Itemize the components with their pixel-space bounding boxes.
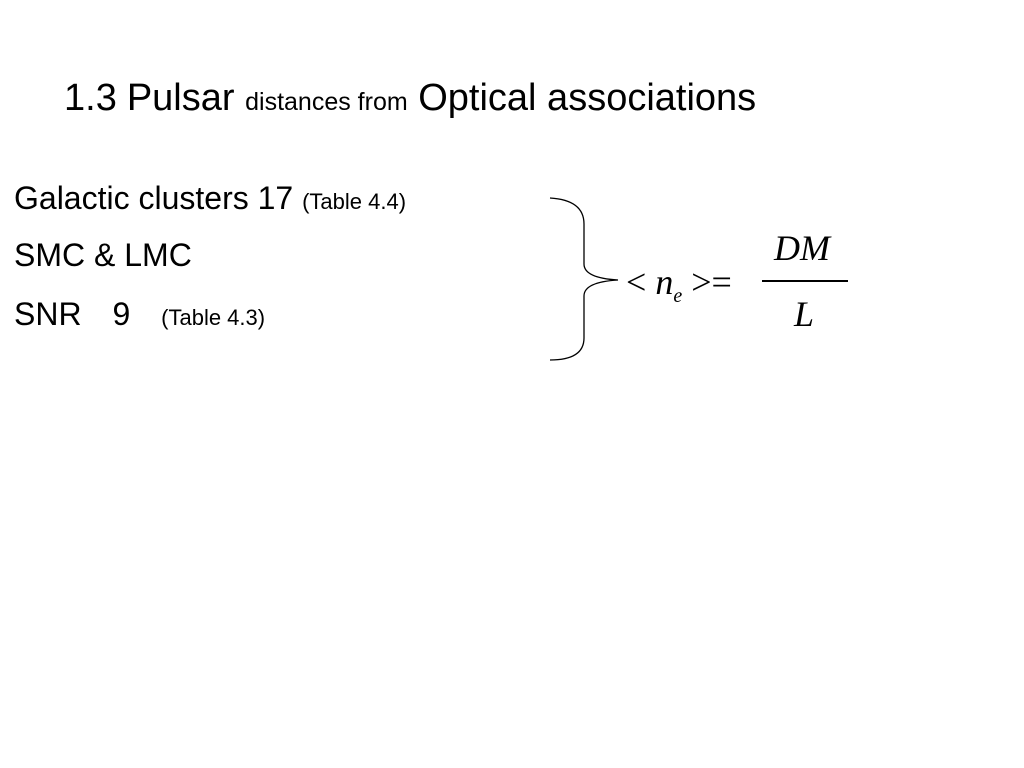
title-rest: Optical associations [418,77,757,119]
item-label: Galactic clusters [14,180,249,216]
item-table-note: (Table 4.4) [302,189,407,214]
item-snr: SNR 9 (Table 4.3) [14,294,265,338]
item-galactic-clusters: Galactic clusters 17 (Table 4.4) [14,178,406,222]
formula-subscript-e: e [673,285,683,307]
right-curly-brace [549,197,619,361]
formula-lhs: < ne >= [626,262,732,316]
item-label: SMC & LMC [14,237,192,273]
formula-fraction-bar [762,280,848,282]
item-count: 9 [112,296,131,332]
formula-variable-n: n [655,262,674,302]
formula-numerator: DM [774,228,830,268]
item-count: 17 [257,180,294,216]
mean-electron-density-formula: < ne >= DM L [626,226,866,336]
title-number: 1.3 [64,77,117,119]
item-smc-lmc: SMC & LMC [14,235,192,275]
formula-open-bracket: < [626,262,647,302]
title-small-text: distances from [245,88,408,116]
item-table-note: (Table 4.3) [161,305,266,330]
formula-close-equals: >= [691,262,732,302]
formula-denominator: L [794,294,815,334]
title-word-pulsar: Pulsar [126,77,235,119]
item-label: SNR [14,296,82,332]
